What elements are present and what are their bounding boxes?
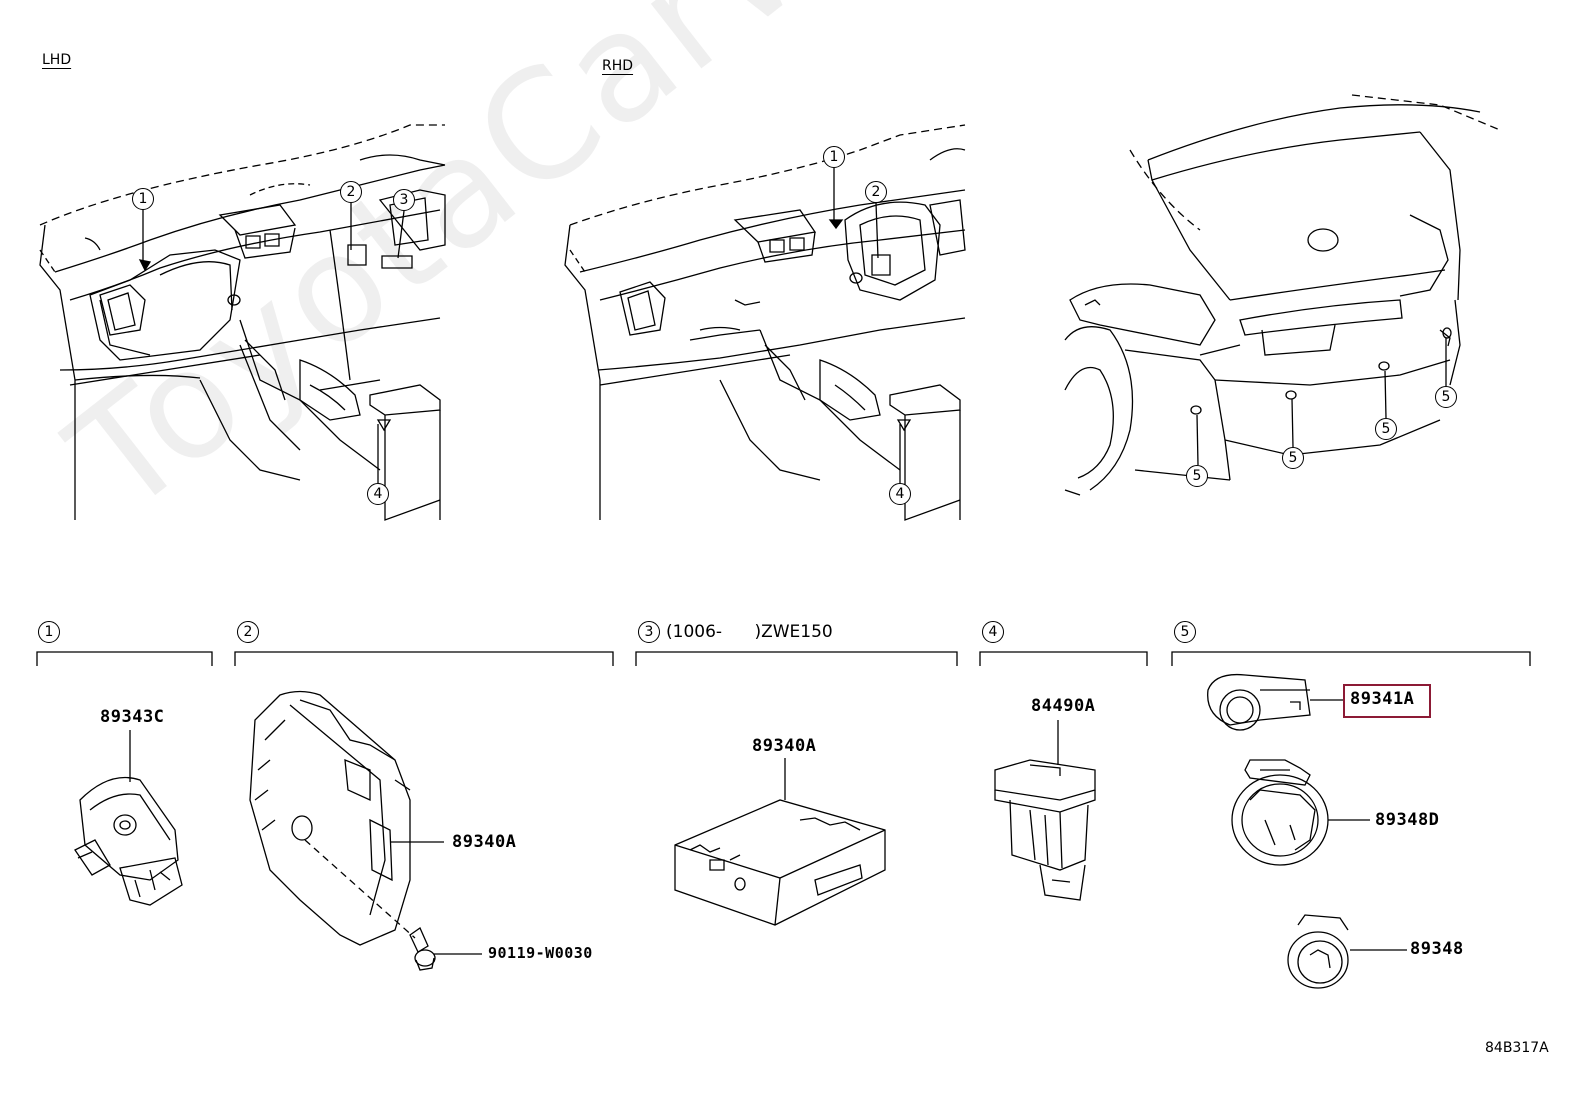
part-89348D-holder-drawing bbox=[1232, 760, 1370, 865]
part-label-89340A-ecu[interactable]: 89340A bbox=[752, 736, 817, 756]
section-5-number: 5 bbox=[1174, 621, 1196, 643]
callout-rhd-2: 2 bbox=[865, 181, 887, 203]
part-label-90119-W0030[interactable]: 90119-W0030 bbox=[488, 944, 593, 962]
callout-lhd-3: 3 bbox=[393, 189, 415, 211]
part-89340A-bracket-drawing bbox=[250, 692, 482, 971]
part-label-89343C[interactable]: 89343C bbox=[100, 707, 165, 727]
part-89343C-drawing bbox=[75, 730, 182, 905]
header-lhd: LHD bbox=[42, 52, 72, 68]
section-3-number: 3 bbox=[638, 621, 660, 643]
callout-rear-5c: 5 bbox=[1375, 418, 1397, 440]
section-3-note: (1006- )ZWE150 bbox=[666, 622, 833, 642]
part-label-89340A-bracket[interactable]: 89340A bbox=[452, 832, 517, 852]
diagram-code: 84B317A bbox=[1485, 1040, 1549, 1056]
callout-rhd-4: 4 bbox=[889, 483, 911, 505]
lhd-dashboard-illustration bbox=[40, 125, 445, 520]
callout-lhd-2: 2 bbox=[340, 181, 362, 203]
part-89348-bezel-drawing bbox=[1288, 915, 1407, 988]
section-brackets bbox=[37, 652, 1530, 666]
part-label-89341A[interactable]: 89341A bbox=[1350, 689, 1415, 709]
highlighted-part-frame bbox=[1343, 684, 1431, 718]
section-4-number: 4 bbox=[982, 621, 1004, 643]
callout-rear-5b: 5 bbox=[1282, 447, 1304, 469]
section-2-number: 2 bbox=[237, 621, 259, 643]
part-89341A-sensor-drawing bbox=[1208, 675, 1345, 730]
section-1-number: 1 bbox=[38, 621, 60, 643]
part-label-89348D[interactable]: 89348D bbox=[1375, 810, 1440, 830]
callout-lhd-4: 4 bbox=[367, 483, 389, 505]
part-89340A-ecu-drawing bbox=[675, 758, 885, 925]
callout-rear-5d: 5 bbox=[1435, 386, 1457, 408]
part-label-89348[interactable]: 89348 bbox=[1410, 939, 1464, 959]
rear-car-illustration bbox=[1065, 95, 1500, 495]
callout-rear-5a: 5 bbox=[1186, 465, 1208, 487]
part-84490A-switch-drawing bbox=[995, 720, 1095, 900]
header-rhd: RHD bbox=[602, 58, 634, 74]
callout-rhd-1: 1 bbox=[823, 146, 845, 168]
callout-lhd-1: 1 bbox=[132, 188, 154, 210]
part-label-84490A[interactable]: 84490A bbox=[1031, 696, 1096, 716]
rhd-dashboard-illustration bbox=[565, 125, 965, 520]
